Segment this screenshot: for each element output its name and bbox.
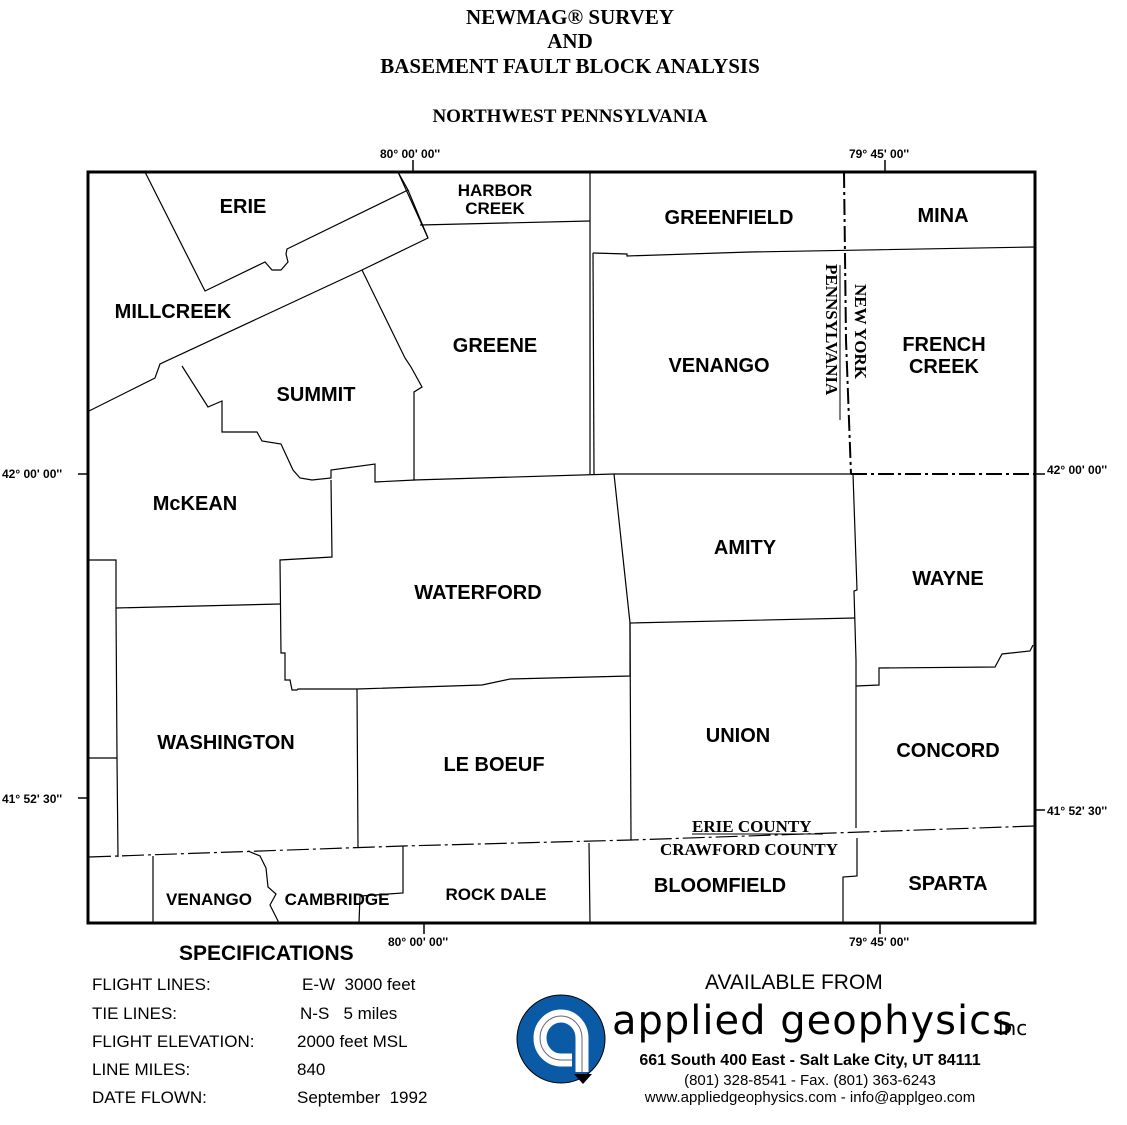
label-millcreek: MILLCREEK — [115, 301, 232, 323]
spec-label-flight-elevation: FLIGHT ELEVATION: — [92, 1032, 255, 1051]
label-erie-county: ERIE COUNTY — [692, 817, 812, 836]
applied-geophysics-logo-icon — [516, 994, 606, 1084]
label-waterford: WATERFORD — [414, 582, 541, 604]
company-web-email: www.appliedgeophysics.com - info@applgeo… — [644, 1089, 976, 1106]
company-suffix: inc — [998, 1016, 1028, 1040]
coord-top-left-lon: 80° 00' 00'' — [380, 147, 441, 161]
map-frame — [86, 170, 1037, 925]
label-summit: SUMMIT — [277, 384, 356, 406]
label-greenfield: GREENFIELD — [665, 207, 794, 229]
title-line-2: AND — [547, 29, 593, 53]
label-pennsylvania: PENNSYLVANIA — [822, 264, 841, 396]
spec-label-tie-lines: TIE LINES: — [92, 1004, 178, 1023]
spec-label-flight-lines: FLIGHT LINES: — [92, 975, 211, 994]
label-washington: WASHINGTON — [157, 732, 294, 754]
coord-bottom-right-lon: 79° 45' 00'' — [849, 935, 910, 949]
available-from: AVAILABLE FROM — [705, 971, 883, 994]
label-union: UNION — [706, 725, 770, 747]
label-mina: MINA — [917, 205, 968, 227]
label-amity: AMITY — [714, 537, 777, 559]
county-line — [88, 825, 1036, 858]
spec-value-flight-elevation: 2000 feet MSL — [297, 1032, 408, 1051]
spec-value-flight-lines: E-W 3000 feet — [302, 975, 416, 994]
label-wayne: WAYNE — [912, 568, 984, 590]
label-venango-south: VENANGO — [166, 890, 252, 909]
label-venango-north: VENANGO — [668, 355, 769, 377]
coord-right-lower-lat: 41° 52' 30'' — [1047, 804, 1108, 818]
coord-top-right-lon: 79° 45' 00'' — [849, 147, 910, 161]
spec-value-date-flown: September 1992 — [297, 1088, 428, 1107]
spec-value-tie-lines: N-S 5 miles — [300, 1004, 398, 1023]
label-crawford-county: CRAWFORD COUNTY — [660, 840, 838, 859]
title-line-1: NEWMAG® SURVEY — [465, 5, 675, 29]
spec-label-date-flown: DATE FLOWN: — [92, 1088, 207, 1107]
spec-value-line-miles: 840 — [297, 1060, 326, 1079]
coord-left-lower-lat: 41° 52' 30'' — [2, 792, 63, 806]
label-bloomfield: BLOOMFIELD — [654, 875, 786, 897]
subtitle: NORTHWEST PENNSYLVANIA — [432, 106, 708, 127]
label-harbor-creek-2: CREEK — [465, 199, 525, 218]
company-phone: (801) 328-8541 - Fax. (801) 363-6243 — [684, 1072, 936, 1089]
coord-bottom-left-lon: 80° 00' 00'' — [388, 935, 449, 949]
company-name: applied geophysics — [612, 998, 1014, 1044]
summit-boundary — [181, 365, 416, 483]
erie-boundary — [144, 171, 409, 292]
waterford-boundary — [279, 479, 631, 691]
state-line-vertical — [843, 171, 852, 475]
coord-right-upper-lat: 42° 00' 00'' — [1047, 463, 1108, 477]
label-french-creek-1: FRENCH — [902, 334, 985, 356]
spec-label-line-miles: LINE MILES: — [92, 1060, 191, 1079]
label-sparta: SPARTA — [908, 873, 987, 895]
label-le-boeuf: LE BOEUF — [443, 754, 544, 776]
label-harbor-creek-1: HARBOR — [458, 181, 533, 200]
label-mckean: McKEAN — [153, 493, 237, 515]
title-line-3: BASEMENT FAULT BLOCK ANALYSIS — [380, 54, 760, 78]
label-greene: GREENE — [453, 335, 537, 357]
label-rock-dale: ROCK DALE — [445, 885, 546, 904]
company-address: 661 South 400 East - Salt Lake City, UT … — [639, 1052, 981, 1069]
label-new-york: NEW YORK — [851, 284, 870, 380]
label-cambridge: CAMBRIDGE — [285, 890, 390, 909]
label-erie: ERIE — [220, 196, 267, 218]
specifications-heading: SPECIFICATIONS — [179, 942, 354, 965]
label-french-creek-2: CREEK — [909, 356, 980, 378]
label-concord: CONCORD — [896, 740, 999, 762]
coord-left-upper-lat: 42° 00' 00'' — [2, 467, 63, 481]
